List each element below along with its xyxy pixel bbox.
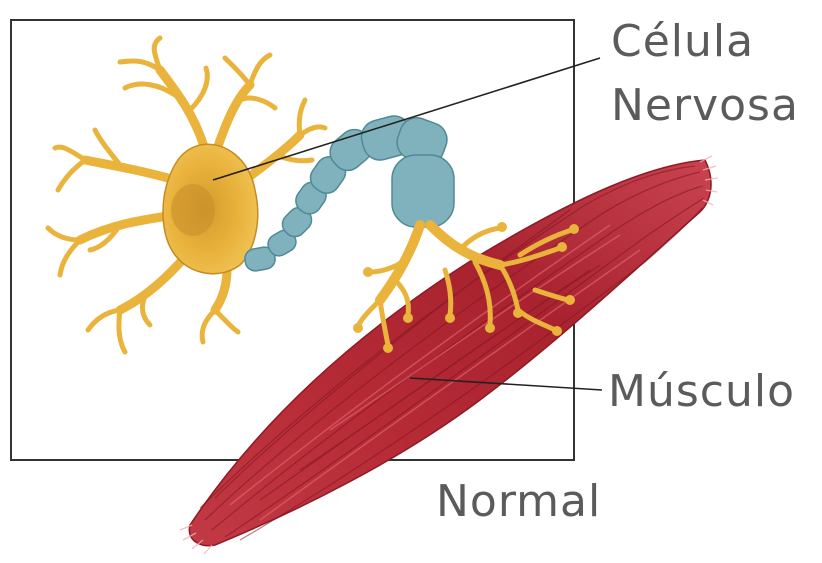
label-state-normal: Normal	[436, 476, 601, 527]
label-cell-line2: Nervosa	[611, 80, 799, 131]
label-muscle: Músculo	[608, 366, 795, 417]
axon-myelin	[243, 112, 454, 272]
neuron-nucleus	[171, 184, 215, 236]
label-cell-line1: Célula	[611, 16, 754, 67]
